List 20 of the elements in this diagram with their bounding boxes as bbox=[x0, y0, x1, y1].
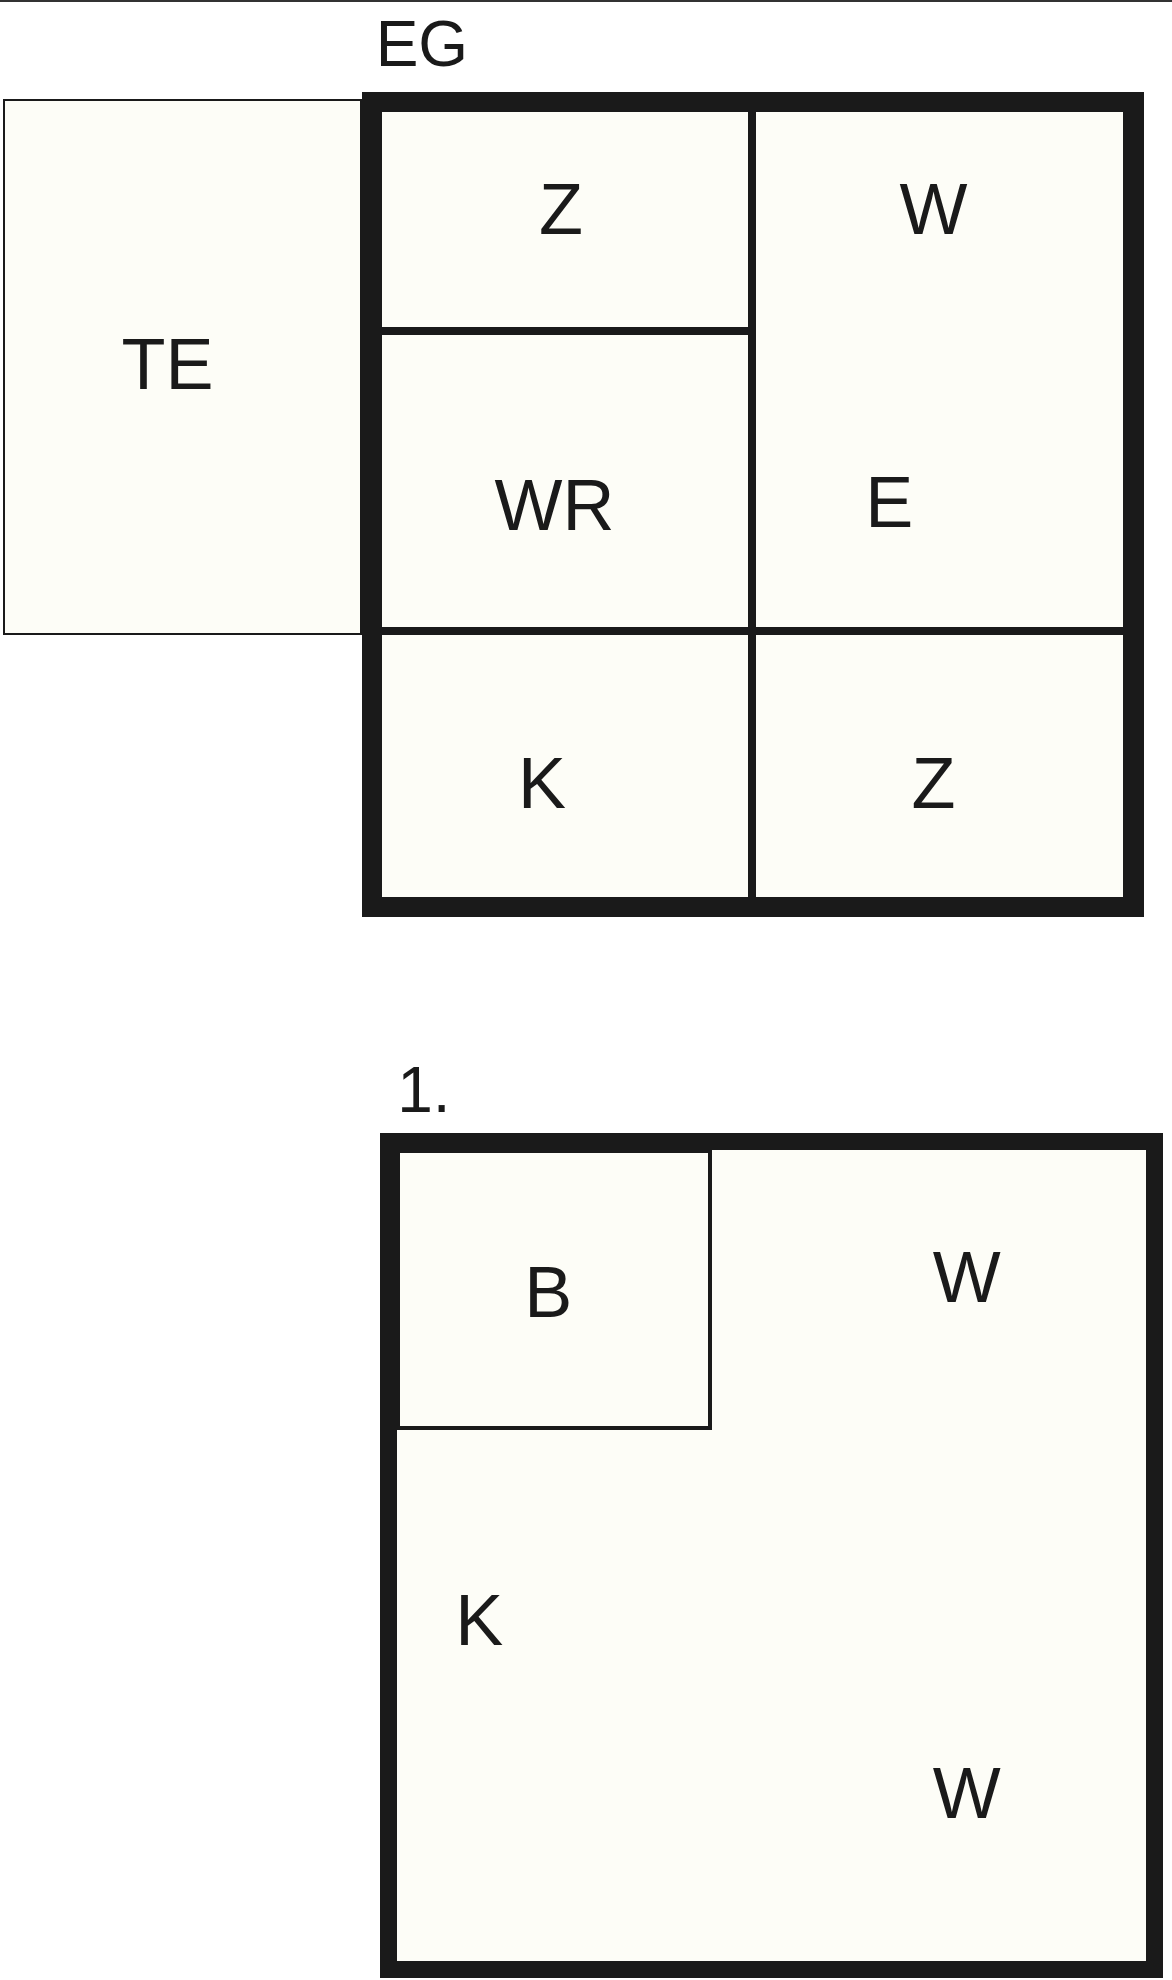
room-label: Z bbox=[911, 747, 956, 820]
room bbox=[752, 630, 1128, 902]
room-label: Z bbox=[538, 172, 583, 245]
room-label: K bbox=[455, 1583, 504, 1656]
room bbox=[378, 107, 752, 332]
room bbox=[378, 331, 752, 631]
room bbox=[752, 107, 1128, 631]
plan-label: EG bbox=[375, 11, 469, 76]
room bbox=[395, 1148, 712, 1431]
room bbox=[2, 98, 363, 636]
room-label: B bbox=[524, 1256, 573, 1329]
plan-label: 1. bbox=[397, 1057, 451, 1122]
room-label: WR bbox=[494, 469, 615, 542]
room-label: W bbox=[899, 172, 968, 245]
room-label: W bbox=[932, 1241, 1001, 1314]
room bbox=[378, 630, 752, 902]
room-label: K bbox=[517, 747, 566, 820]
room-label: E bbox=[865, 465, 914, 538]
room-label: W bbox=[932, 1756, 1001, 1829]
room-label: TE bbox=[121, 328, 214, 401]
